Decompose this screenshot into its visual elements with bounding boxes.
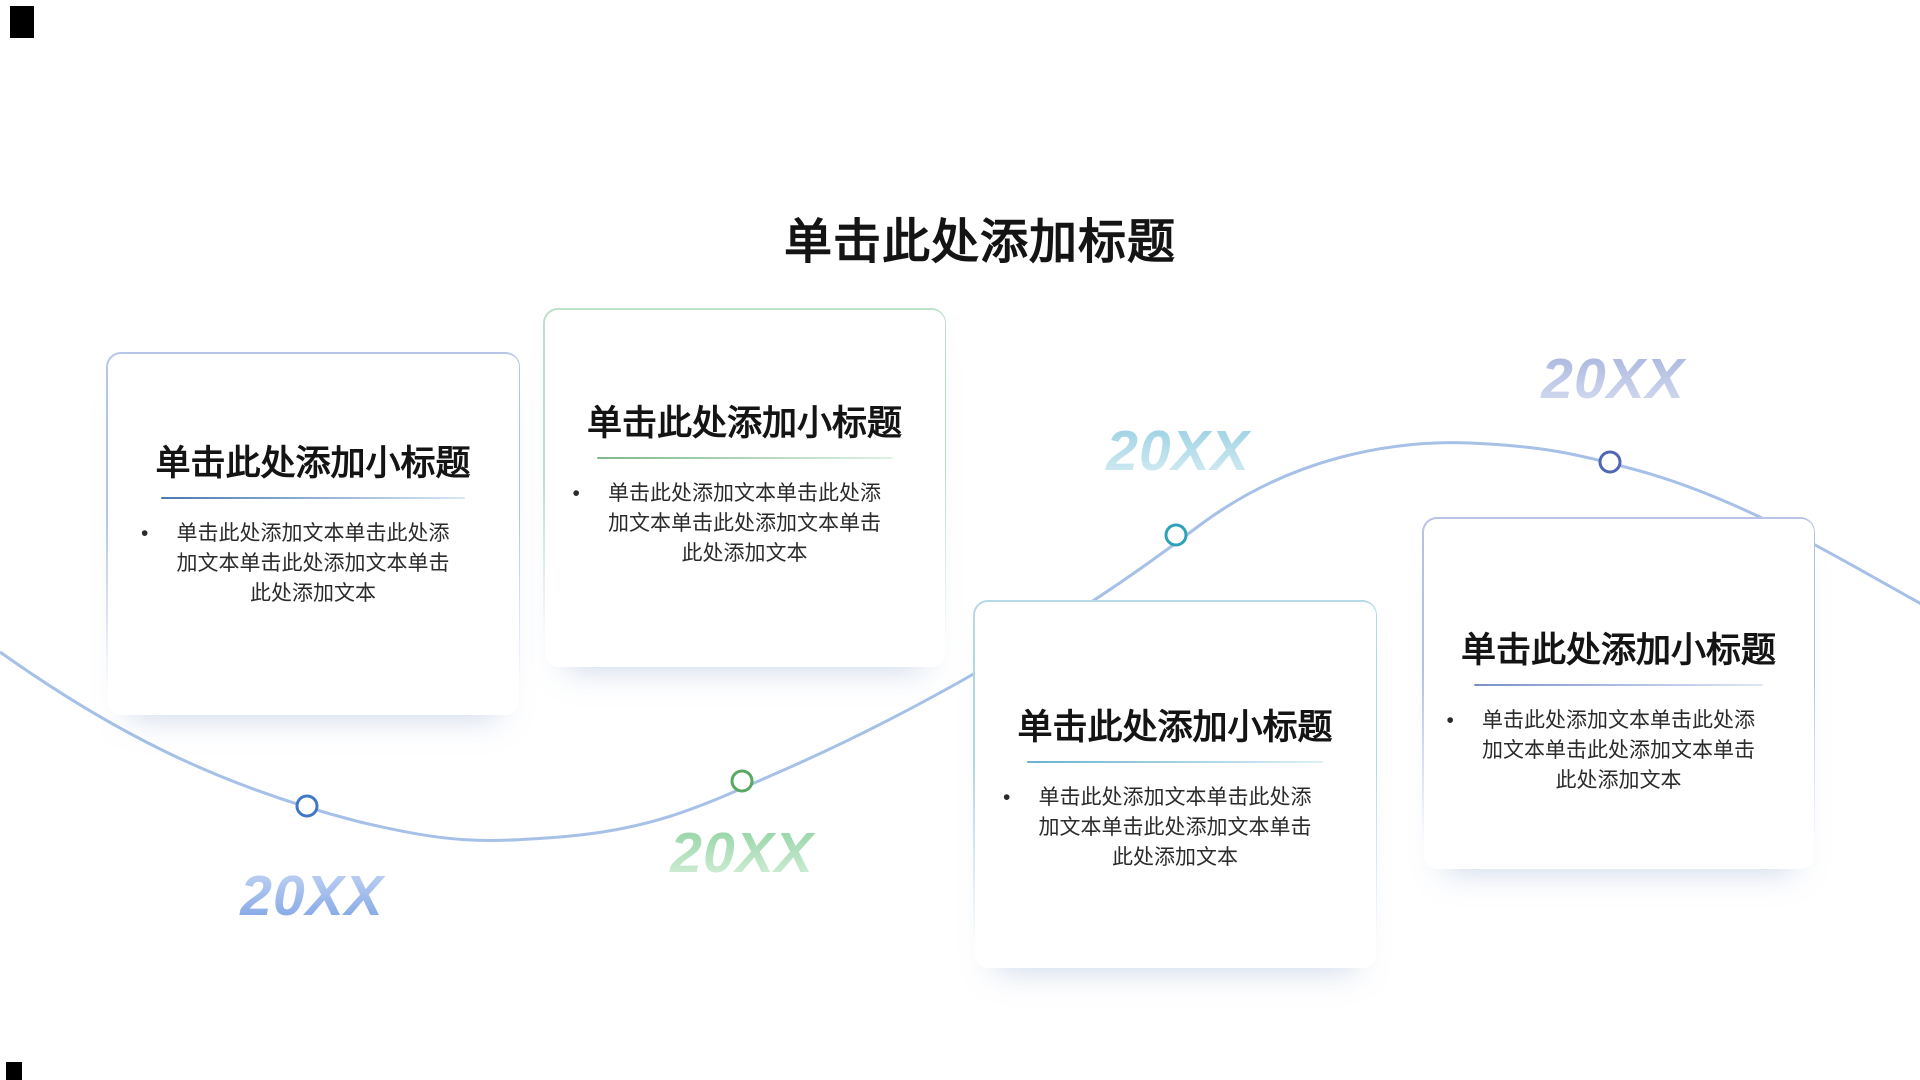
body-line-text: 单击此处添加文本单击此处添	[1482, 708, 1755, 732]
bullet-dot: •	[1446, 708, 1454, 732]
card-body: • 单击此处添加文本单击此处添 加文本单击此处添加文本单击 此处添加文本	[1003, 783, 1312, 873]
card-subtitle: 单击此处添加小标题	[586, 403, 902, 443]
bullet-dot: •	[572, 481, 580, 505]
slide-title[interactable]: 单击此处添加标题	[783, 216, 1176, 269]
timeline-node	[1598, 450, 1622, 474]
body-line-text: 此处添加文本	[1112, 845, 1238, 869]
body-line-text: 单击此处添加文本单击此处添	[608, 481, 881, 505]
timeline-card[interactable]: 单击此处添加小标题 • 单击此处添加文本单击此处添 加文本单击此处添加文本单击 …	[543, 308, 946, 668]
year-label[interactable]: 20XX	[1503, 348, 1723, 410]
year-label[interactable]: 20XX	[202, 865, 422, 927]
body-line-text: 此处添加文本	[1555, 768, 1682, 792]
timeline-card[interactable]: 单击此处添加小标题 • 单击此处添加文本单击此处添 加文本单击此处添加文本单击 …	[1422, 517, 1815, 870]
body-line-text: 此处添加文本	[681, 541, 808, 565]
body-line-text: 单击此处添加文本单击此处添	[1038, 785, 1312, 809]
year-label[interactable]: 20XX	[632, 822, 852, 884]
card-body: • 单击此处添加文本单击此处添 加文本单击此处添加文本单击 此处添加文本	[141, 519, 450, 609]
corner-mark-bottom-left	[6, 1062, 22, 1080]
timeline-node	[1164, 523, 1188, 547]
card-divider	[596, 456, 893, 459]
body-line-text: 加文本单击此处添加文本单击	[608, 511, 881, 535]
year-label[interactable]: 20XX	[1068, 420, 1288, 482]
card-body: • 单击此处添加文本单击此处添 加文本单击此处添加文本单击 此处添加文本	[1447, 706, 1756, 796]
bullet-dot: •	[1003, 785, 1011, 809]
body-line-text: 单击此处添加文本单击此处添	[176, 521, 450, 545]
card-divider	[1474, 683, 1763, 686]
body-line-text: 此处添加文本	[250, 581, 376, 605]
body-line-text: 加文本单击此处添加文本单击	[176, 551, 450, 575]
timeline-card[interactable]: 单击此处添加小标题 • 单击此处添加文本单击此处添 加文本单击此处添加文本单击 …	[106, 352, 520, 716]
card-divider	[160, 496, 466, 499]
timeline-card[interactable]: 单击此处添加小标题 • 单击此处添加文本单击此处添 加文本单击此处添加文本单击 …	[973, 600, 1377, 969]
card-body: • 单击此处添加文本单击此处添 加文本单击此处添加文本单击 此处添加文本	[573, 479, 882, 569]
card-subtitle: 单击此处添加小标题	[1460, 630, 1776, 670]
card-divider	[1026, 760, 1324, 763]
timeline-node	[295, 794, 319, 818]
body-line-text: 加文本单击此处添加文本单击	[1038, 815, 1312, 839]
card-subtitle: 单击此处添加小标题	[155, 443, 471, 483]
timeline-node	[730, 769, 754, 793]
corner-mark-top-left	[10, 6, 34, 38]
body-line-text: 加文本单击此处添加文本单击	[1482, 738, 1755, 762]
bullet-dot: •	[141, 521, 149, 545]
card-subtitle: 单击此处添加小标题	[1017, 707, 1333, 747]
